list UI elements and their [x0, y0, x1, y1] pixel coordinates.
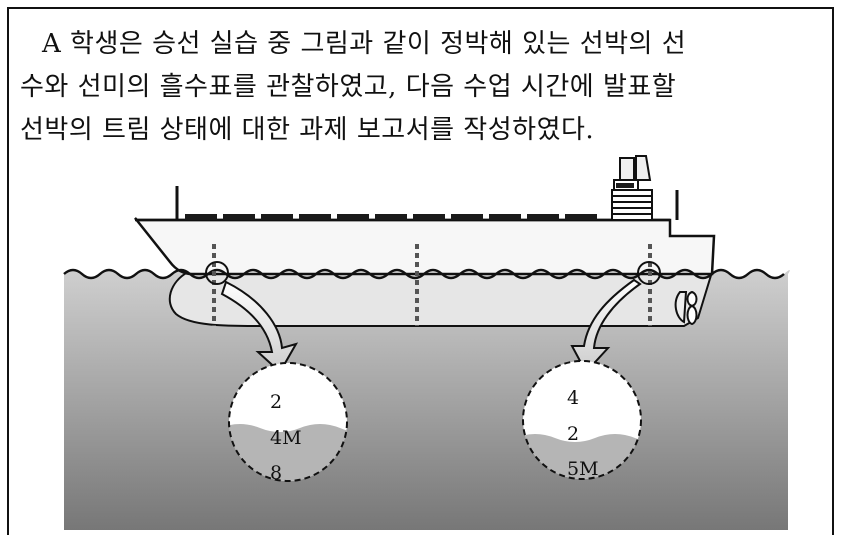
- ship-hull: [134, 217, 716, 276]
- problem-frame: [7, 7, 834, 535]
- passage-line-3: 선박의 트림 상태에 대한 과제 보고서를 작성하였다.: [20, 115, 595, 145]
- passage-line-1: A 학생은 승선 실습 중 그림과 같이 정박해 있는 선박의 선: [42, 29, 687, 59]
- stern-arrow: [570, 278, 642, 374]
- bow-arrow: [220, 280, 299, 374]
- bow-mark-middle: 4M: [270, 427, 302, 449]
- deck-cargo: [185, 214, 597, 220]
- rudder: [674, 291, 688, 324]
- stern-mark-top: 4: [567, 387, 579, 409]
- underwater-hull: [168, 271, 714, 327]
- stern-mark-bottom: 5M: [567, 458, 599, 480]
- bow-observation-circle: [205, 261, 229, 285]
- bow-mark-bottom: 8: [270, 462, 282, 484]
- stern-mark-middle: 2: [567, 423, 579, 445]
- bridge-windows: [616, 183, 634, 188]
- bow-mark-top: 2: [270, 391, 282, 413]
- stern-observation-circle: [637, 261, 661, 285]
- problem-passage: A 학생은 승선 실습 중 그림과 같이 정박해 있는 선박의 선 수와 선미의…: [20, 23, 820, 152]
- propeller-icon: [686, 290, 698, 326]
- waterline-wave: [63, 268, 785, 280]
- passage-line-2: 수와 선미의 흘수표를 관찰하였고, 다음 수업 시간에 발표할: [20, 72, 677, 102]
